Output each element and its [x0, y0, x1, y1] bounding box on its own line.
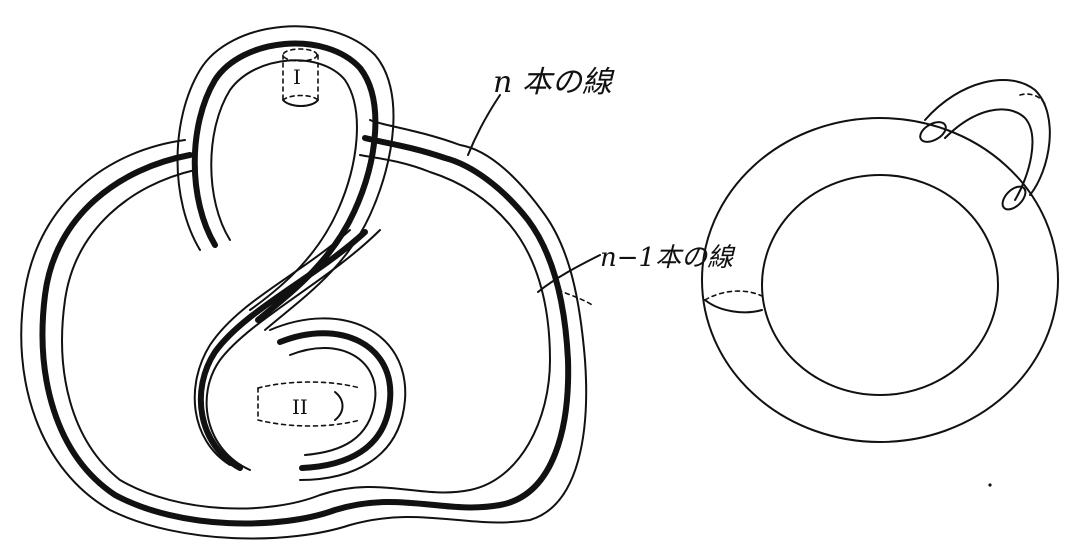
meridian-disk-2: II — [258, 382, 360, 426]
region-2-label: II — [292, 395, 308, 419]
torus-figure — [702, 80, 1058, 442]
torus-meridian-solid — [705, 300, 762, 312]
stray-dot — [988, 483, 991, 486]
torus-inner-boundary — [762, 175, 998, 395]
region-1-label: I — [293, 65, 301, 89]
knot-figure: I II — [21, 26, 592, 538]
upper-loop-inner — [211, 60, 357, 310]
lower-loop-outer — [270, 318, 405, 480]
meridian-disk-1: I — [283, 49, 318, 106]
handle-outer — [925, 80, 1050, 195]
n-lines-label: n 本の線 — [493, 65, 615, 100]
n-lines-pointer — [468, 95, 500, 155]
n-minus-1-lines-label: n−1本の線 — [600, 243, 736, 273]
crossing-strand-outer — [207, 230, 380, 470]
n-lines-annotation: n 本の線 — [468, 65, 615, 155]
n-minus-1-lines-annotation: n−1本の線 — [538, 243, 736, 292]
torus-meridian-dashed — [705, 291, 762, 300]
torus-outer-boundary — [702, 118, 1058, 442]
